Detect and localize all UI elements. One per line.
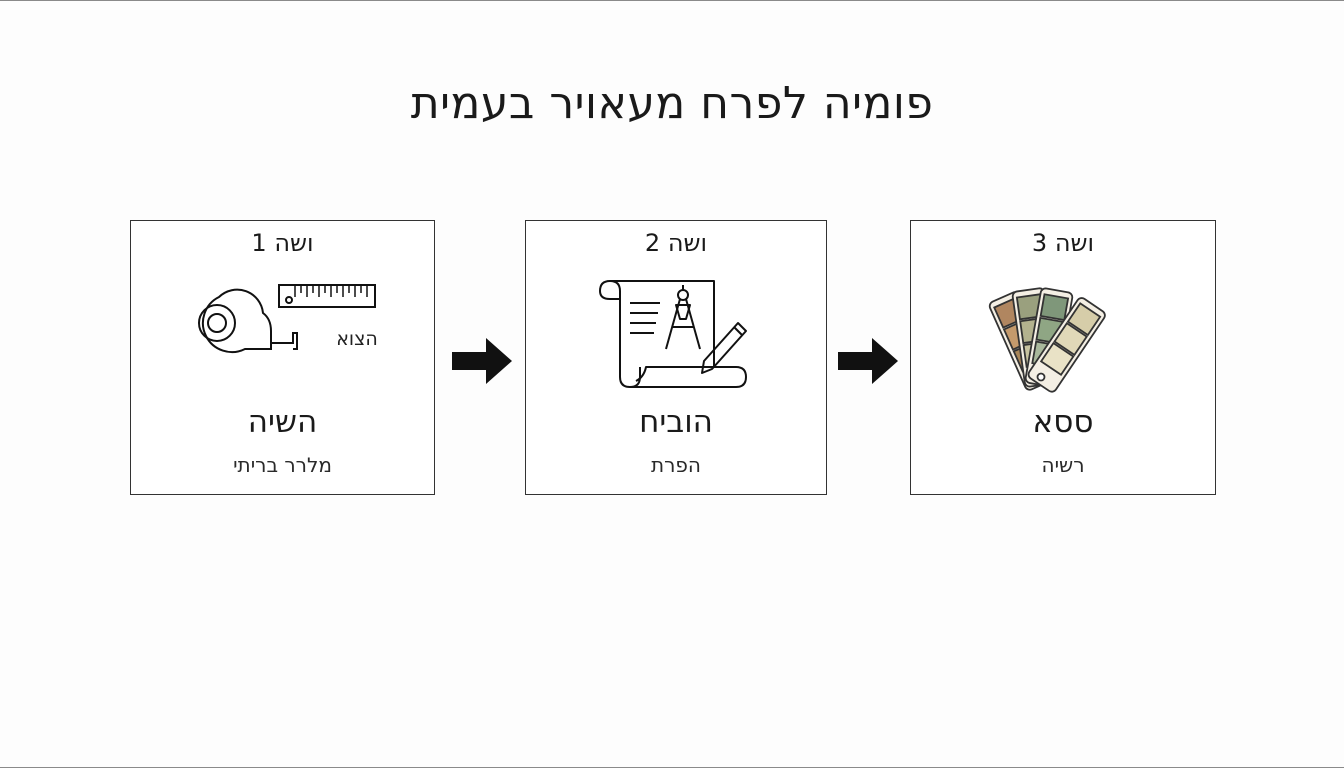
tape-measure-ruler-icon: הצוא [198,284,378,354]
step-name: הוביח [639,404,713,440]
color-swatches-icon [988,287,1106,393]
step-description: מלרר בריתי [233,453,332,477]
top-border-line [0,0,1344,1]
diagram-title: פומיה לפרח מעאויר בעמית [410,78,934,129]
step-name: ססא [1032,404,1094,440]
step-label: ושה 3 [1031,229,1095,257]
step-card-1: ושה 1 הצוא השי [130,220,435,495]
step-name: השיה [247,404,318,440]
illustration-caption: הצוא [336,328,378,350]
step-card-2: ושה 2 הוביח הפרת [525,220,827,495]
arrow-right-icon [838,338,898,384]
blueprint-compass-icon [599,280,747,388]
step-description: הפרת [651,453,701,477]
step-label: ושה 1 [251,229,314,257]
step-card-3: ושה 3 [910,220,1216,495]
step-label: ושה 2 [644,229,708,257]
arrow-right-icon [452,338,512,384]
step-description: רשיה [1041,453,1085,477]
